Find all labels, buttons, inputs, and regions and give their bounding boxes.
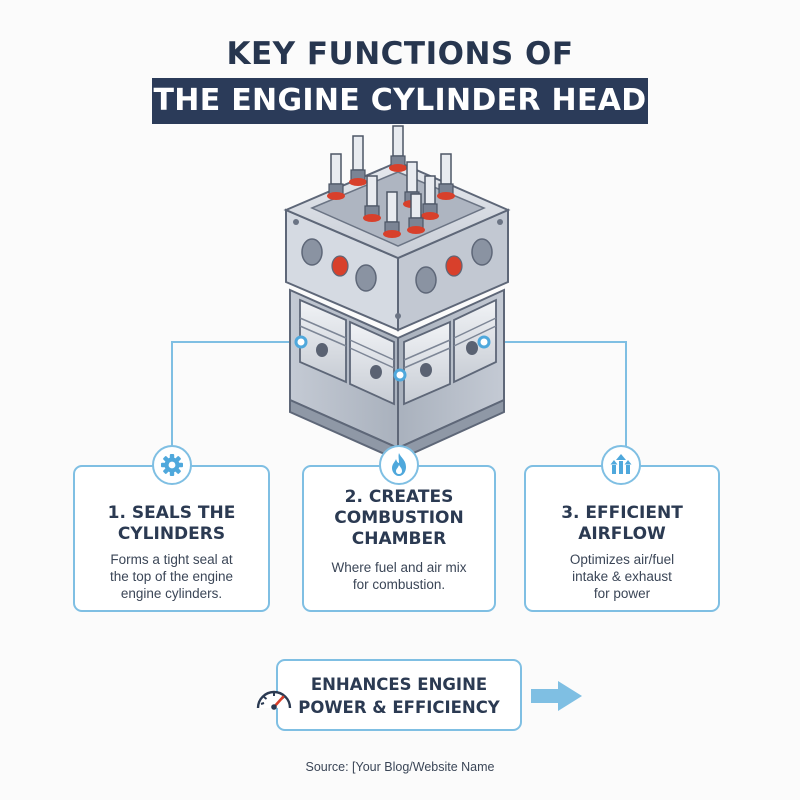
card-combustion-chamber: 2. CREATES COMBUSTION CHAMBER Where fuel… — [302, 465, 496, 612]
card-efficient-airflow: 3. EFFICIENT AIRFLOW Optimizes air/fuel … — [524, 465, 720, 612]
card-desc-line: for power — [593, 586, 651, 601]
callout-dot-center — [393, 368, 407, 382]
card-title-line: CHAMBER — [351, 529, 447, 549]
flame-icon — [379, 445, 419, 485]
summary-line: POWER & EFFICIENCY — [298, 698, 500, 717]
speedometer-icon — [252, 682, 296, 714]
piston-left-2 — [349, 320, 395, 406]
piston-right-2 — [453, 298, 497, 384]
airflow-arrows-icon — [601, 445, 641, 485]
connector-seals — [171, 341, 301, 450]
card-desc-line: engine cylinders. — [120, 586, 223, 601]
title-line-2: THE ENGINE CYLINDER HEAD — [153, 83, 647, 118]
title-line-1: KEY FUNCTIONS OF — [226, 36, 574, 72]
summary-box: ENHANCES ENGINE POWER & EFFICIENCY — [276, 659, 522, 731]
title-band — [152, 78, 648, 124]
source-credit: Source: [Your Blog/Website Name — [305, 760, 495, 774]
card-desc-line: Forms a tight seal at — [110, 552, 233, 567]
spark-plugs — [327, 125, 455, 238]
card-title-line: 3. EFFICIENT — [561, 503, 683, 523]
card-title-line: AIRFLOW — [578, 524, 666, 544]
arrow-right-icon — [531, 681, 582, 711]
card-seals-cylinders: 1. SEALS THE CYLINDERS Forms a tight sea… — [73, 465, 270, 612]
piston-right-1 — [403, 320, 451, 406]
summary-line: ENHANCES ENGINE — [310, 675, 488, 694]
card-desc-line: Optimizes air/fuel — [569, 552, 675, 567]
card-title-line: COMBUSTION — [334, 508, 464, 528]
card-title-line: 2. CREATES — [344, 487, 454, 507]
card-title-line: 1. SEALS THE — [107, 503, 236, 523]
card-desc-line: for combustion. — [352, 577, 446, 592]
connector-airflow — [484, 341, 627, 450]
card-desc-line: intake & exhaust — [572, 569, 672, 584]
callout-dot-left — [294, 335, 308, 349]
card-title-line: CYLINDERS — [117, 524, 226, 544]
card-desc-line: Where fuel and air mix — [331, 560, 467, 575]
callout-dot-right — [477, 335, 491, 349]
callout-dots — [294, 335, 491, 382]
gear-icon — [152, 445, 192, 485]
card-desc-line: the top of the engine — [109, 569, 234, 584]
